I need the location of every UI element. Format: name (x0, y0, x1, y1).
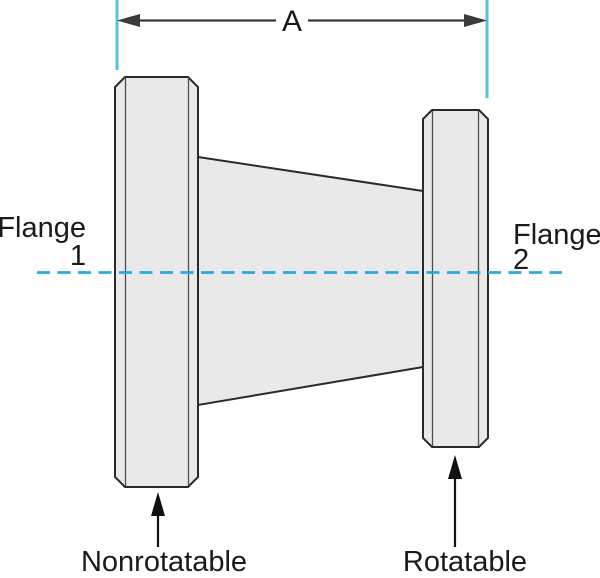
pointer-arrows (151, 455, 462, 547)
arrowhead-right-icon (464, 14, 487, 27)
reducer-body (114, 76, 489, 488)
nonrotatable-arrow-icon (151, 492, 165, 516)
rotatable-label: Rotatable (403, 546, 527, 578)
flange-labels: Flange 1 Flange 2 (0, 212, 600, 276)
flange-2-label-line2: 2 (513, 244, 529, 276)
dimension-annotation: A (115, 0, 489, 98)
arrowhead-left-icon (117, 14, 140, 27)
nonrotatable-label: Nonrotatable (81, 546, 247, 578)
flange-2-rotatable (422, 109, 489, 448)
flange-1-nonrotatable (114, 76, 199, 488)
cone-body (197, 155, 424, 407)
flange-1-label-line1: Flange (0, 212, 86, 244)
flange-2-label-line1: Flange (513, 219, 600, 251)
flange-1-label-line2: 1 (70, 240, 86, 272)
dimension-label: A (282, 5, 302, 38)
rotatable-arrow-icon (448, 455, 462, 479)
